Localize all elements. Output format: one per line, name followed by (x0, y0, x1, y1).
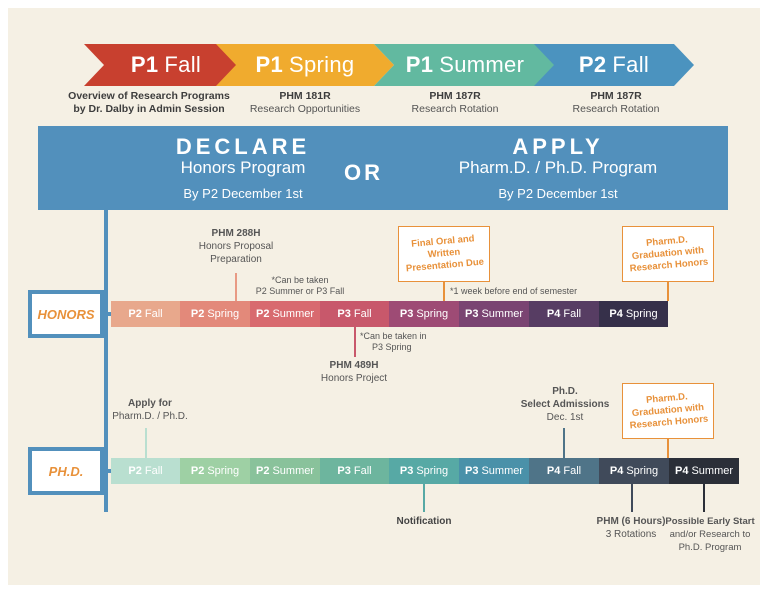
honors-label-box: HONORS (28, 290, 104, 338)
phd-phm-note: PHM (6 Hours)3 Rotations (596, 516, 666, 540)
phm489h-tick (354, 327, 356, 357)
phd-label: PH.D. (48, 463, 84, 479)
phd-phm-tick (631, 484, 633, 512)
phd-notification-note: Notification (396, 516, 452, 527)
final-presentation-tick (443, 282, 445, 301)
apply-subtitle: Pharm.D. / Ph.D. Program (458, 158, 658, 177)
phd-select-tick (563, 428, 565, 458)
final-presentation-footnote: *1 week before end of semester (450, 286, 578, 296)
connector-phd (104, 469, 112, 473)
phd-label-box: PH.D. (28, 447, 104, 495)
honors-graduation-tick (667, 282, 669, 301)
phd-graduation-box: Pharm.D. Graduation with Research Honors (622, 383, 714, 439)
apply-title: APPLY (512, 134, 604, 159)
phd-early-tick (703, 484, 705, 512)
declare-date: By P2 December 1st (183, 186, 303, 201)
declare-apply-banner: DECLARE Honors Program By P2 December 1s… (38, 126, 728, 210)
background-panel (8, 8, 760, 585)
phd-graduation-tick (667, 439, 669, 458)
phd-notification-tick (423, 484, 425, 512)
phd-apply-tick (145, 428, 147, 458)
apply-date: By P2 December 1st (498, 186, 618, 201)
declare-title: DECLARE (175, 134, 311, 159)
connector-vertical (104, 210, 108, 512)
or-label: OR (344, 160, 383, 185)
honors-graduation-box: Pharm.D. Graduation with Research Honors (622, 226, 714, 282)
connector-honors (104, 312, 112, 316)
phm288h-tick (235, 273, 237, 301)
honors-label: HONORS (37, 306, 95, 322)
declare-subtitle: Honors Program (180, 158, 306, 177)
final-presentation-box: Final Oral and Written Presentation Due (398, 226, 490, 282)
